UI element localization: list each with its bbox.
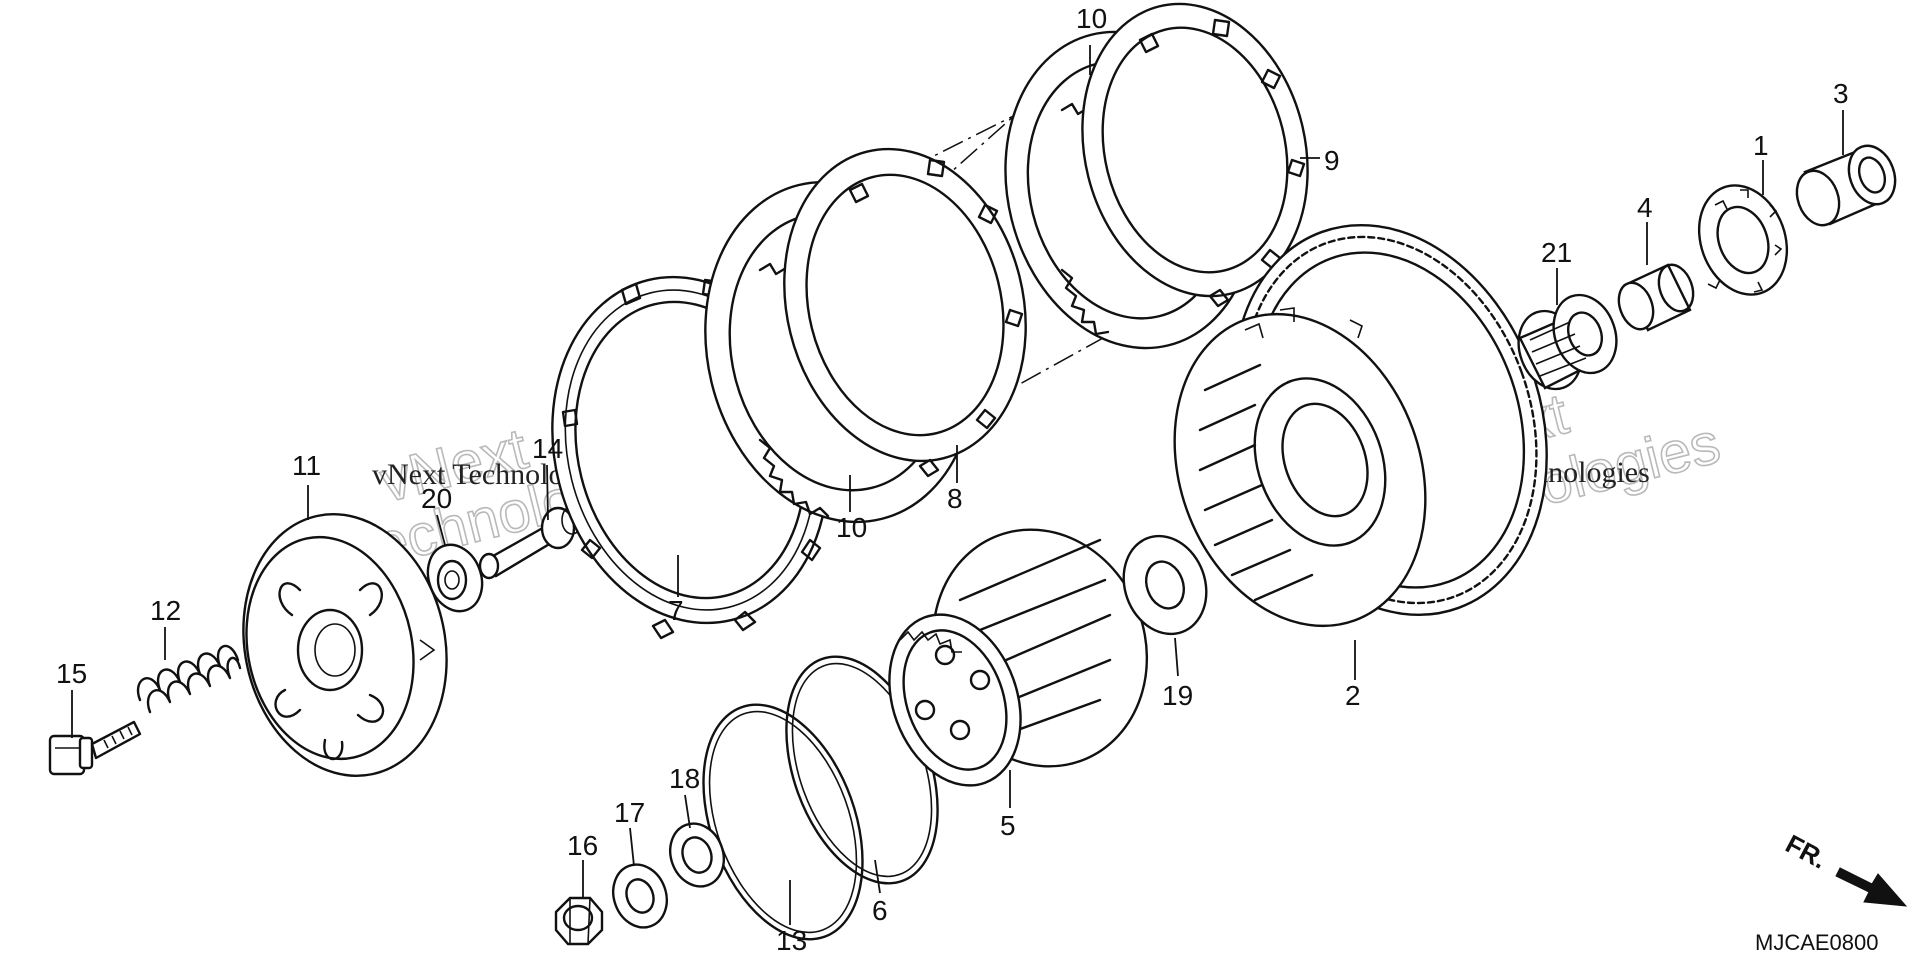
part-8-friction-disc — [783, 147, 1027, 478]
part-11-pressure-plate — [242, 513, 448, 777]
callout-19: 19 — [1162, 680, 1193, 711]
part-9-friction-disc — [1081, 2, 1309, 308]
callouts: 1 2 3 4 5 6 7 8 9 10 10 11 12 13 14 15 1… — [56, 3, 1849, 956]
callout-7: 7 — [668, 595, 684, 626]
part-2-clutch-outer — [1173, 223, 1548, 628]
leader-lines — [71, 45, 1844, 925]
callout-14: 14 — [532, 433, 563, 464]
callout-11: 11 — [292, 450, 321, 481]
part-12-spring — [136, 644, 242, 714]
diagram-code: MJCAE0800 — [1755, 930, 1879, 955]
part-21-needle-bearing — [1517, 293, 1618, 391]
callout-12: 12 — [150, 595, 181, 626]
part-1-bushing — [1697, 184, 1789, 296]
part-16-nut — [554, 896, 604, 946]
part-18-washer — [669, 822, 725, 888]
callout-17: 17 — [614, 797, 645, 828]
callout-15: 15 — [56, 658, 87, 689]
callout-6: 6 — [872, 895, 888, 926]
part-13-ring — [702, 703, 864, 941]
part-19-thrust-washer — [1122, 534, 1208, 636]
callout-13: 13 — [776, 925, 807, 956]
callout-9: 9 — [1324, 145, 1340, 176]
part-20-bearing — [426, 543, 484, 613]
callout-4: 4 — [1637, 192, 1653, 223]
callout-8: 8 — [947, 483, 963, 514]
part-17-washer — [612, 863, 668, 929]
callout-18: 18 — [669, 763, 700, 794]
part-4-collar — [1617, 263, 1695, 332]
callout-10-upper: 10 — [1076, 3, 1107, 34]
callout-20: 20 — [421, 483, 452, 514]
callout-21: 21 — [1541, 237, 1572, 268]
callout-5: 5 — [1000, 810, 1016, 841]
callout-16: 16 — [567, 830, 598, 861]
arrow-right-icon — [1835, 867, 1908, 907]
front-direction-label: FR. — [1781, 828, 1832, 874]
part-3-sleeve — [1795, 144, 1897, 227]
part-5-clutch-center — [888, 528, 1149, 787]
front-direction-indicator: FR. — [1781, 828, 1908, 907]
part-15-bolt — [48, 720, 142, 776]
callout-2: 2 — [1345, 680, 1361, 711]
part-14-lifter-rod — [478, 505, 583, 580]
callout-10-lower: 10 — [836, 512, 867, 543]
callout-1: 1 — [1753, 130, 1769, 161]
callout-3: 3 — [1833, 78, 1849, 109]
